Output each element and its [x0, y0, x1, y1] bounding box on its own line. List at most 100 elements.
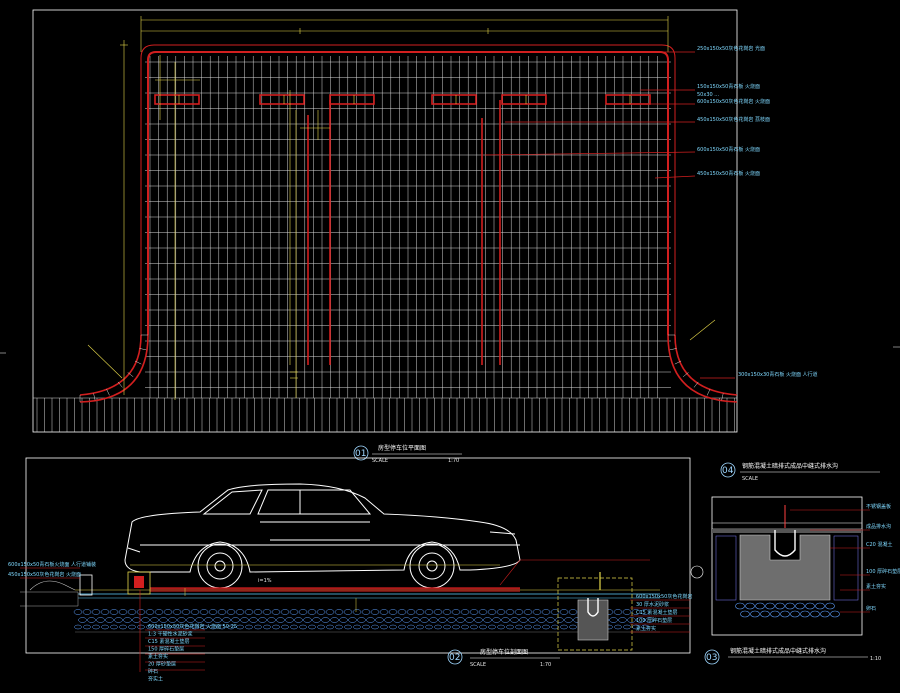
gravel-stone: [267, 617, 276, 623]
gravel-stone: [186, 617, 195, 623]
gravel-stone: [254, 624, 262, 630]
gravel-stone: [78, 617, 87, 623]
detail-gravel-stone: [765, 602, 775, 610]
gravel-stone: [433, 609, 443, 615]
gravel-stone: [172, 609, 182, 615]
gravel-stone: [388, 609, 398, 615]
section-leaders: [20, 559, 690, 672]
gravel-stone: [208, 609, 218, 615]
gravel-stone: [307, 609, 317, 615]
gravel-stone: [280, 609, 290, 615]
gravel-stone: [123, 617, 132, 623]
gravel-stone: [460, 609, 470, 615]
gravel-stone: [560, 624, 568, 630]
gravel-stone: [461, 624, 469, 630]
plan-leaders: [484, 51, 735, 379]
gravel-stone: [564, 617, 573, 623]
gravel-stone: [451, 609, 461, 615]
gravel-stone: [227, 624, 235, 630]
detail04-scale-label: SCALE: [742, 476, 758, 482]
gravel-stone: [479, 624, 487, 630]
gravel-stone: [519, 617, 528, 623]
corner-paver-joint: [682, 372, 689, 377]
gravel-stone: [145, 609, 155, 615]
gravel-stone: [244, 609, 254, 615]
plan-callout-label: 300x150x30青石板 火烧面 人行道: [738, 371, 818, 378]
gravel-stone: [424, 609, 434, 615]
detail-gravel-stone: [820, 610, 830, 618]
corner-paver-joint: [693, 381, 699, 388]
section-right-label: 30 厚水泥砂浆: [636, 601, 669, 608]
plan-callout-label: 50x30 ...: [697, 92, 719, 98]
wheel-stop: [431, 94, 477, 105]
section-right-label: 素土夯实: [636, 625, 656, 632]
gravel-stone: [262, 609, 272, 615]
plan-callout-label: 600x150x50灰色花岗岩 火烧面: [697, 98, 770, 105]
gravel-stone: [632, 624, 640, 630]
gravel-stone: [353, 624, 361, 630]
section-bottom-label: 素土夯实: [148, 653, 168, 660]
gravel-stone: [524, 624, 532, 630]
gravel-stone: [222, 617, 231, 623]
gravel-stone: [294, 617, 303, 623]
gravel-stone: [245, 624, 253, 630]
gravel-stone: [339, 617, 348, 623]
gravel-stone: [641, 624, 649, 630]
section-bottom-label: 20 厚砂垫层: [148, 661, 176, 668]
gravel-stone: [217, 609, 227, 615]
corner-paver-joint: [669, 348, 677, 351]
gravel-stone: [240, 617, 249, 623]
gravel-stone: [321, 617, 330, 623]
gravel-stone: [136, 609, 146, 615]
gravel-stone: [281, 624, 289, 630]
plan-red-dividers: [307, 100, 501, 365]
detail-gravel-stone: [770, 610, 780, 618]
gravel-stone: [569, 624, 577, 630]
plan-callout-label: 250x150x50灰色花岗岩 光面: [697, 45, 765, 52]
corner-paver-joint: [127, 372, 134, 377]
gravel-stone: [195, 617, 204, 623]
section-dimensions: [130, 564, 500, 612]
gravel-stone: [199, 609, 209, 615]
gravel-stone: [528, 617, 537, 623]
gravel-stone: [334, 609, 344, 615]
gravel-stone: [348, 617, 357, 623]
section-left-label: 600x150x50青石板火烧面 人行道铺装: [8, 561, 96, 568]
plan-scale-value: 1:70: [448, 458, 459, 464]
gravel-stone: [636, 617, 645, 623]
gravel-stone: [443, 624, 451, 630]
detail-gravel-stone: [790, 610, 800, 618]
gravel-stone: [164, 624, 172, 630]
plan-curb-inner: [140, 44, 676, 335]
gravel-stone: [357, 617, 366, 623]
gravel-stone: [470, 624, 478, 630]
detail03-leaders: [790, 509, 870, 613]
gravel-stone: [218, 624, 226, 630]
gravel-stone: [492, 617, 501, 623]
gravel-stone: [200, 624, 208, 630]
gravel-stone: [213, 617, 222, 623]
gravel-stone: [609, 617, 618, 623]
detail03-label: 100 厚碎石垫层: [866, 568, 900, 575]
gravel-stone: [542, 624, 550, 630]
section-bottom-label: 夯实土: [148, 676, 163, 683]
plan-curb-outline: [147, 51, 669, 335]
detail-gravel-stone: [755, 602, 765, 610]
gravel-stone: [407, 624, 415, 630]
gravel-stone: [263, 624, 271, 630]
detail-gravel-stone: [760, 610, 770, 618]
section-bottom-labels: 600x150x50灰色花岗岩 火烧面 50-251:3 干硬性水泥砂浆C15 …: [148, 623, 237, 683]
gravel-stone: [236, 624, 244, 630]
corner-paver-joint: [134, 360, 142, 365]
gravel-stone: [271, 609, 281, 615]
gravel-stone: [541, 609, 551, 615]
gravel-stone: [96, 617, 105, 623]
gravel-stone: [397, 609, 407, 615]
gravel-stone: [146, 624, 154, 630]
section-number: 02: [449, 653, 460, 663]
detail03-label: C20 混凝土: [866, 541, 892, 548]
gravel-stone: [155, 624, 163, 630]
